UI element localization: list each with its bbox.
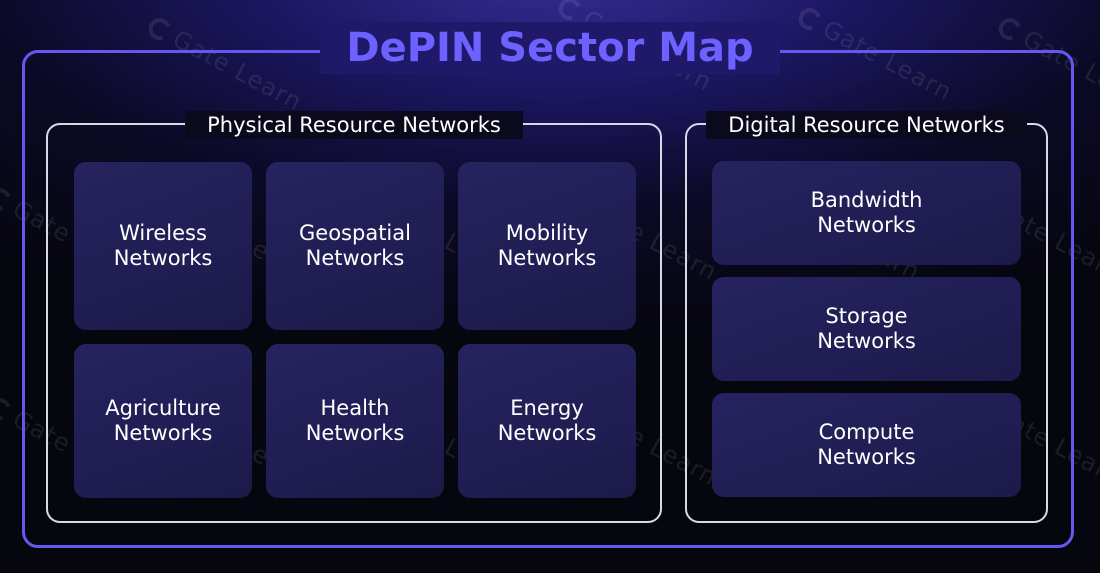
tile-label: Storage Networks	[817, 304, 916, 353]
gate-logo-icon	[0, 394, 15, 425]
tile-mobility-networks: Mobility Networks	[458, 162, 636, 330]
tile-agriculture-networks: Agriculture Networks	[74, 344, 252, 498]
tile-health-networks: Health Networks	[266, 344, 444, 498]
tile-label: Compute Networks	[817, 420, 916, 469]
tile-label: Mobility Networks	[497, 221, 597, 270]
tile-bandwidth-networks: Bandwidth Networks	[712, 161, 1021, 265]
tile-label: Energy Networks	[497, 396, 597, 445]
tile-label: Bandwidth Networks	[810, 188, 923, 237]
tile-label: Agriculture Networks	[105, 396, 221, 445]
physical-group-title: Physical Resource Networks	[185, 111, 523, 139]
gate-logo-icon	[994, 14, 1025, 45]
tile-compute-networks: Compute Networks	[712, 393, 1021, 497]
tile-geospatial-networks: Geospatial Networks	[266, 162, 444, 330]
tile-energy-networks: Energy Networks	[458, 344, 636, 498]
gate-logo-icon	[554, 0, 585, 25]
digital-resource-group: Digital Resource Networks Bandwidth Netw…	[685, 111, 1048, 523]
tile-storage-networks: Storage Networks	[712, 277, 1021, 381]
physical-resource-group: Physical Resource Networks Wireless Netw…	[46, 111, 662, 523]
digital-group-title: Digital Resource Networks	[706, 111, 1027, 139]
gate-logo-icon	[144, 14, 175, 45]
tile-label: Geospatial Networks	[299, 221, 411, 270]
tile-wireless-networks: Wireless Networks	[74, 162, 252, 330]
gate-logo-icon	[794, 4, 825, 35]
tile-label: Wireless Networks	[113, 221, 213, 270]
gate-logo-icon	[0, 184, 15, 215]
tile-label: Health Networks	[305, 396, 405, 445]
